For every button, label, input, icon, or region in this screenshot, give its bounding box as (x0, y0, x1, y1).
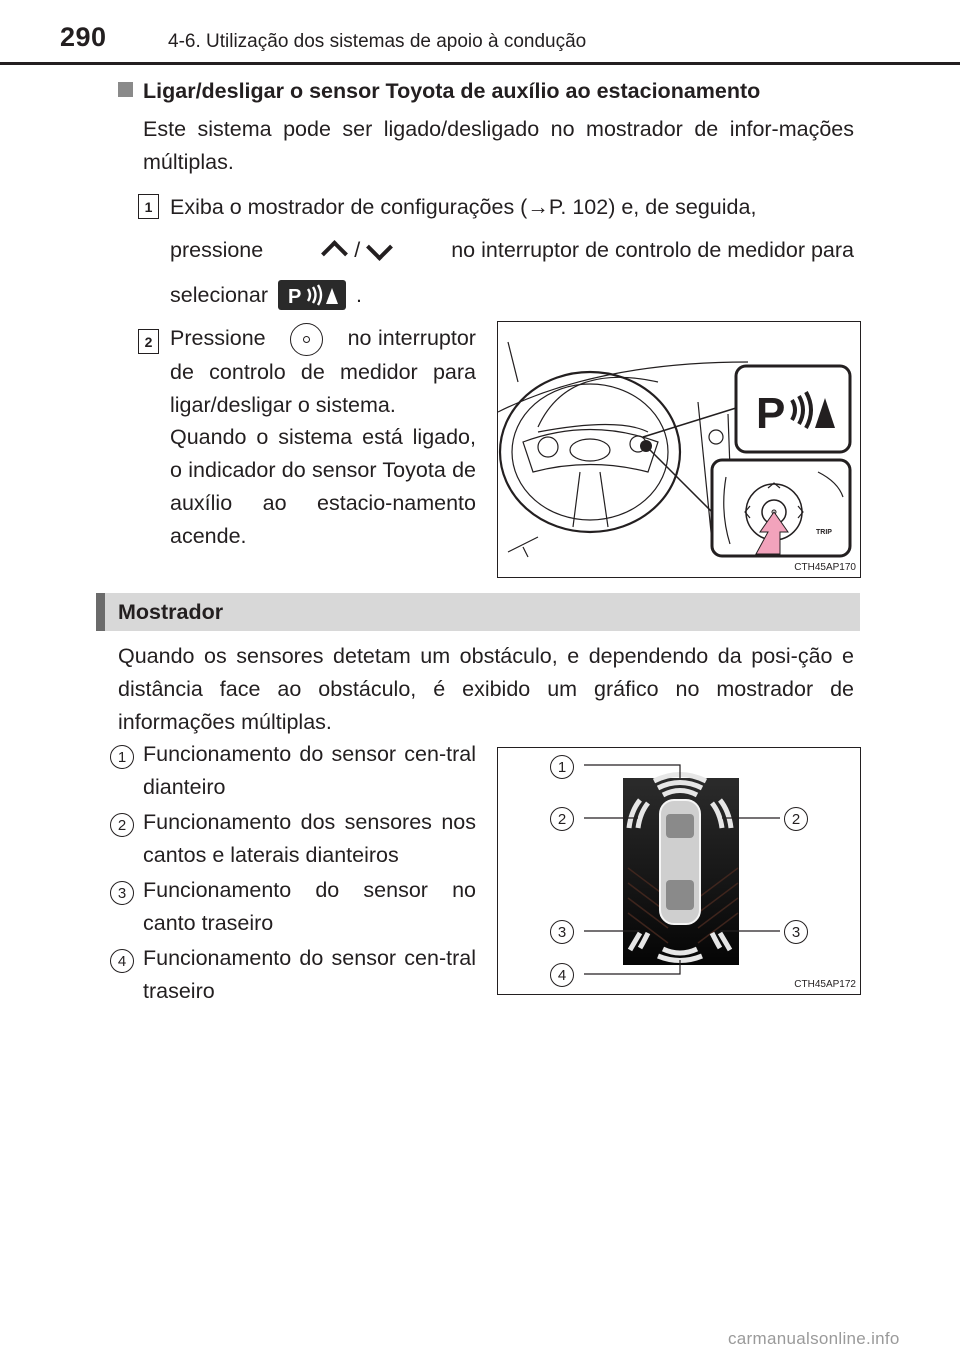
parking-sensor-icon: P (278, 280, 346, 310)
watermark: carmanualsonline.info (728, 1329, 900, 1348)
callout-number: 1 (550, 755, 574, 779)
svg-text:P: P (288, 286, 301, 308)
chevron-down-icon (366, 234, 394, 261)
dashboard-illustration: P TRIP (498, 341, 852, 558)
list-item: Funcionamento do sensor cen-tral traseir… (143, 946, 476, 1003)
step-2-text-press: Pressione (170, 326, 266, 350)
step-number-badge: 2 (138, 329, 159, 354)
step-1-text-line1: Exiba o mostrador de configurações (→P. … (170, 195, 757, 219)
list-item: Funcionamento dos sensores nos cantos e … (143, 810, 476, 867)
square-bullet-icon (118, 82, 133, 97)
item-number-circle: 2 (110, 813, 134, 837)
item-number-circle: 1 (110, 745, 134, 769)
step-2-paragraph: Pressione no interruptor de controlo de … (170, 322, 476, 422)
header-rule (0, 62, 960, 65)
display-p-letter: P (756, 389, 785, 438)
step-1-line3: selecionar P . (170, 277, 362, 313)
mostrador-intro: Quando os sensores detetam um obstáculo,… (118, 644, 854, 734)
list-item: Funcionamento do sensor no canto traseir… (143, 878, 476, 935)
step-1-text-press: pressione (170, 237, 264, 262)
step-2-note: Quando o sistema está ligado, o indicado… (170, 425, 476, 548)
page-number: 290 (60, 22, 107, 52)
sensor-display-illustration (584, 764, 780, 975)
chevron-separator: / (354, 237, 361, 262)
section-intro: Este sistema pode ser ligado/desligado n… (143, 117, 854, 174)
chevron-up-icon (321, 240, 349, 267)
step-1-text-switch: no interruptor de controlo de medidor pa… (451, 237, 854, 262)
figure-1-caption: CTH45AP170 (794, 562, 856, 573)
ok-button-dot (303, 335, 311, 343)
item-number-circle: 3 (110, 881, 134, 905)
figure-dashboard: P TRIP CTH45AP170 (497, 321, 861, 578)
section-title-text: Ligar/desligar o sensor Toyota de auxíli… (143, 79, 761, 103)
subsection-band (96, 593, 860, 631)
callout-number: 2 (550, 807, 574, 831)
step-1-text-period: . (356, 282, 362, 307)
ok-button-icon (290, 322, 324, 356)
parking-sensor-glyph: P (288, 284, 338, 308)
switch-trip-label: TRIP (816, 529, 832, 536)
subsection-title: Mostrador (118, 600, 224, 624)
callout-number: 4 (550, 963, 574, 987)
section-header: 4-6. Utilização dos sistemas de apoio à … (168, 31, 587, 52)
step-number-badge: 1 (138, 194, 159, 219)
step-1-text-select: selecionar (170, 282, 268, 307)
chevron-buttons: / (321, 234, 394, 267)
callout-number: 3 (784, 920, 808, 944)
subsection-band-accent (96, 593, 105, 631)
callout-number: 3 (550, 920, 574, 944)
step-1-line2: pressione / no interruptor de controlo d… (170, 232, 854, 268)
section-title: Ligar/desligar o sensor Toyota de auxíli… (118, 79, 760, 104)
step-2-text-switch: no interruptor de controlo de medidor pa… (170, 326, 476, 417)
figure-sensor-display: 1 2 2 3 3 4 CTH45AP172 (497, 747, 861, 995)
list-item: Funcionamento do sensor cen-tral diantei… (143, 742, 476, 799)
item-number-circle: 4 (110, 949, 134, 973)
figure-2-caption: CTH45AP172 (794, 979, 856, 990)
callout-number: 2 (784, 807, 808, 831)
